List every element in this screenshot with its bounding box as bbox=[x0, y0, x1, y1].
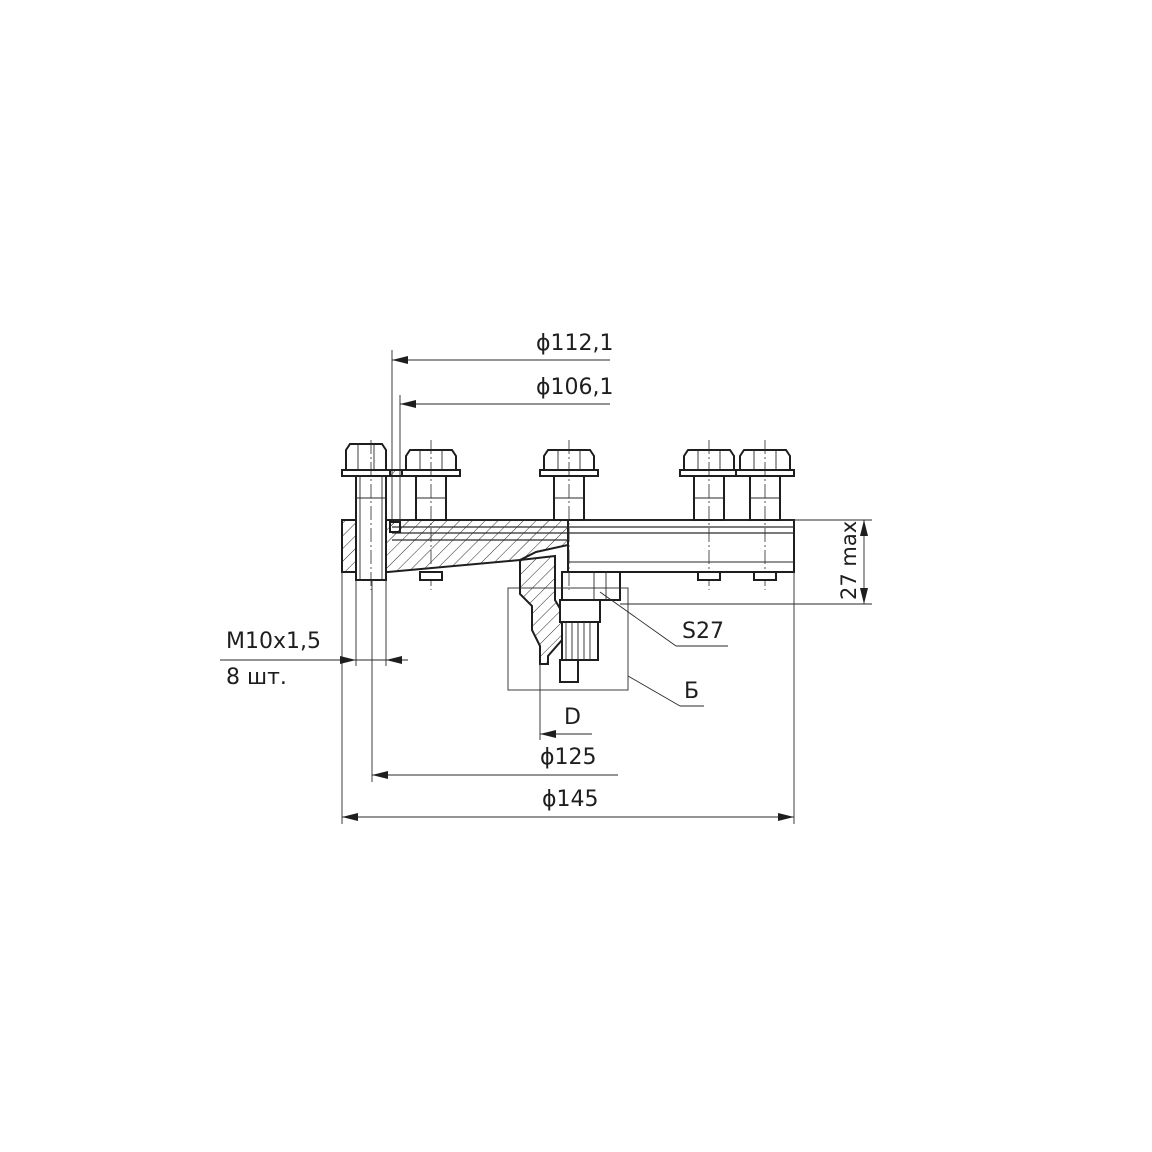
label-d106: ϕ106,1 bbox=[536, 375, 614, 400]
label-detail: Б bbox=[684, 679, 699, 704]
seal-washer bbox=[389, 469, 403, 477]
dim-d125 bbox=[371, 580, 618, 782]
leader-detail bbox=[627, 675, 704, 707]
bolt-4 bbox=[679, 440, 739, 590]
dim-d112 bbox=[391, 350, 610, 520]
bolt-3 bbox=[539, 440, 599, 590]
label-d112: ϕ112,1 bbox=[536, 331, 614, 356]
label-wrench: S27 bbox=[682, 619, 724, 644]
label-height: 27 max bbox=[837, 521, 861, 600]
bolt-5 bbox=[735, 440, 795, 590]
dim-height bbox=[620, 519, 872, 605]
bolt-1 bbox=[341, 440, 391, 590]
leader-wrench bbox=[599, 591, 728, 647]
seal-ring bbox=[389, 521, 401, 533]
label-d125: ϕ125 bbox=[540, 745, 597, 770]
detail-frame bbox=[507, 587, 629, 691]
dim-d106 bbox=[399, 395, 610, 520]
dim-d145 bbox=[341, 572, 795, 824]
label-port: D bbox=[564, 705, 581, 730]
flange-body bbox=[341, 519, 795, 573]
bolt-2 bbox=[401, 440, 461, 590]
label-thread: M10x1,5 bbox=[226, 629, 321, 654]
nozzle-body bbox=[519, 554, 621, 683]
label-d145: ϕ145 bbox=[542, 787, 599, 812]
dim-thread bbox=[220, 580, 408, 666]
label-quantity: 8 шт. bbox=[226, 665, 287, 690]
dim-port bbox=[539, 664, 592, 740]
